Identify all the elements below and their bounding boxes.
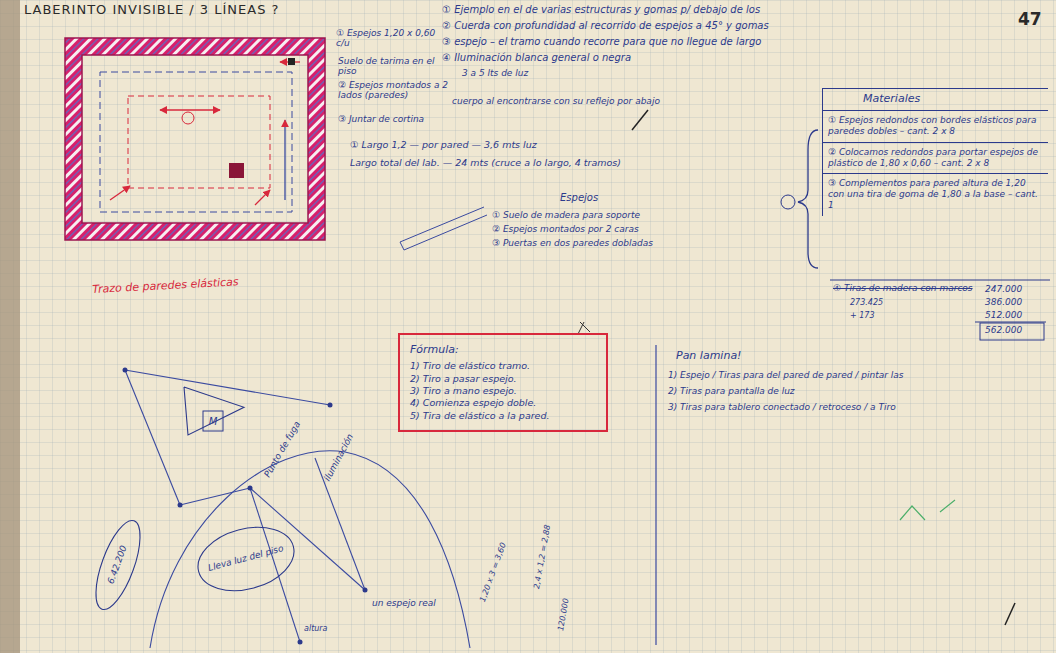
divider-line <box>655 345 656 645</box>
handwritten-note: 3) Tiras para tablero conectado / retroc… <box>668 402 896 412</box>
triangle-figure: M <box>180 383 246 437</box>
handwritten-note: ④ Tiras de madera con marcos <box>833 283 973 293</box>
sum-line <box>975 322 1046 323</box>
handwritten-note: ③ espejo – el tramo cuando recorre para … <box>442 36 761 48</box>
page-title: LABERINTO INVISIBLE / 3 LÍNEAS ? <box>24 3 279 18</box>
node-text: M <box>209 416 218 428</box>
dashed-path <box>128 96 270 188</box>
table-row: ② Colocamos redondos para portar espejos… <box>823 142 1048 174</box>
handwritten-note: ① Ejemplo en el de varias estructuras y … <box>442 4 760 16</box>
bracket <box>798 130 818 268</box>
node-text: ① Espejos redondos con bordes elásticos … <box>828 115 1043 137</box>
node-heading: Fórmula: <box>410 343 596 356</box>
binding-strip <box>0 0 20 653</box>
arrow <box>160 109 220 110</box>
handwritten-note: cuerpo al encontrarse con su reflejo por… <box>452 96 660 106</box>
table-row: ① Espejos redondos con bordes elásticos … <box>823 110 1048 142</box>
handwritten-note: 562.000 <box>985 325 1022 335</box>
callout-circle <box>182 112 194 124</box>
inner-square <box>203 411 223 431</box>
handwritten-note: 247.000 <box>985 284 1022 294</box>
marker-square <box>288 58 295 65</box>
handwritten-note: ① Suelo de madera para soporte <box>492 210 640 220</box>
arrow <box>255 190 270 205</box>
handwritten-note: 273.425 <box>850 298 883 307</box>
node-text: 4) Comienza espejo doble. <box>410 397 596 408</box>
handwritten-note: 386.000 <box>985 297 1022 307</box>
mirror-sketch <box>400 207 487 250</box>
handwritten-note: ③ Puertas en dos paredes dobladas <box>492 238 653 248</box>
node-text: Lleva luz del piso <box>207 543 285 574</box>
materials-table: Materiales ① Espejos redondos con bordes … <box>822 88 1048 216</box>
node-text: Materiales <box>823 89 1048 109</box>
node-text: 6.42.200 <box>106 544 130 585</box>
node-text: ③ Complementos para pared altura de 1,20… <box>828 178 1043 210</box>
green-mark <box>900 500 955 520</box>
arrow <box>284 120 285 200</box>
formula-box: Fórmula: 1) Tiro de elástico tramo. 2) Tir… <box>398 333 608 432</box>
handwritten-note: + 173 <box>850 311 875 320</box>
handwritten-note: Largo total del lab. — 24 mts (cruce a l… <box>350 158 621 169</box>
handwritten-note: Pan lamina! <box>676 350 742 363</box>
handwritten-note: ① Espejos 1,20 x 0,60 c/u <box>336 28 448 49</box>
triangle-outline <box>184 387 244 435</box>
handwritten-note: ② Espejos montados por 2 caras <box>492 224 639 234</box>
handwritten-note: ③ Juntar de cortina <box>338 114 424 124</box>
handwritten-note: altura <box>304 624 328 633</box>
handwritten-note: 2) Tiras para pantalla de luz <box>668 386 795 396</box>
handwritten-note: ② Espejos montados a 2 lados (paredes) <box>338 80 450 101</box>
maze-wall-frame <box>65 38 325 240</box>
handwritten-note: Suelo de tarima en el piso <box>338 56 438 77</box>
vertex-dots <box>123 368 368 645</box>
node-text: 3) Tiro a mano espejo. <box>410 385 596 396</box>
figure-square <box>229 163 244 178</box>
triangle-outline <box>180 383 246 437</box>
node-text: 1) Tiro de elástico tramo. <box>410 360 596 371</box>
handwritten-note: ① Largo 1,2 — por pared — 3,6 mts luz <box>350 140 537 151</box>
handwritten-note: 512.000 <box>985 310 1022 320</box>
handwritten-note: un espejo real <box>372 598 436 608</box>
ellipse-outline <box>191 517 301 600</box>
table-row: ③ Complementos para pared altura de 1,20… <box>823 173 1048 215</box>
handwritten-note: ④ Iluminación blanca general o negra <box>442 52 631 64</box>
rule-line <box>830 280 1050 281</box>
slash-mark <box>632 110 648 130</box>
node-text: ② Colocamos redondos para portar espejos… <box>828 147 1043 169</box>
slash-mark <box>1005 603 1015 625</box>
page-number: 47 <box>1018 10 1042 30</box>
ellipse-outline <box>87 515 149 614</box>
total-box <box>980 323 1044 340</box>
handwritten-note: 1) Espejo / Tiras para del pared de pare… <box>668 370 903 380</box>
dashed-path <box>100 72 292 212</box>
node-text: 2) Tiro a pasar espejo. <box>410 373 596 384</box>
handwritten-note: 3 a 5 lts de luz <box>462 68 528 78</box>
node-text: 5) Tira de elástico a la pared. <box>410 410 596 421</box>
callout-circle <box>781 195 795 209</box>
handwritten-note: Espejos <box>560 192 598 204</box>
arrow <box>110 186 130 200</box>
handwritten-note: ② Cuerda con profundidad al recorrido de… <box>442 20 769 32</box>
